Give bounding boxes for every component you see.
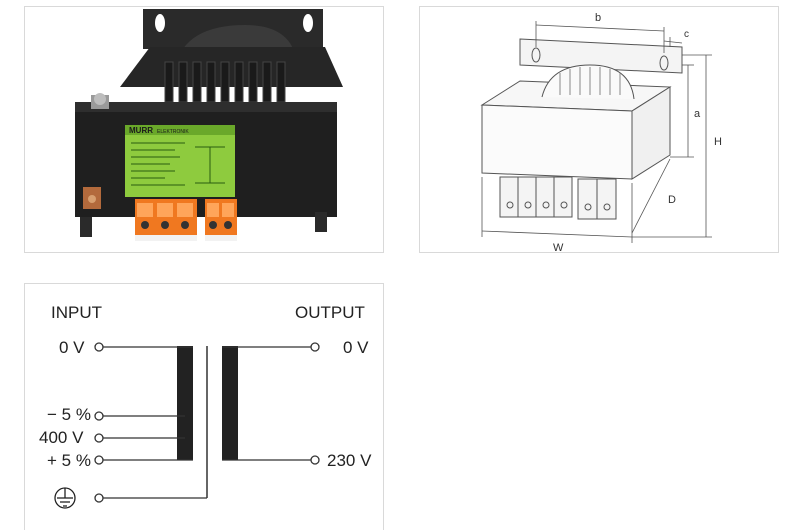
dim-label-c: c [684,29,689,40]
dim-label-b: b [595,12,601,24]
terminal-in-plus5 [94,455,104,465]
dim-label-a: a [694,108,701,120]
dim-label-D: D [668,194,676,206]
transformer-photo: MURR ELEKTRONIK [75,9,343,241]
terminal-out-0v [310,342,320,352]
dimension-drawing-panel: b c a H D W [419,6,779,253]
terminal-block-output [205,199,237,241]
label-in-minus5: − 5 % [47,405,91,424]
wiring-schematic: INPUT OUTPUT 0 V − 5 % 400 V + 5 [39,303,372,509]
label-out-0v: 0 V [343,338,369,357]
dim-label-W: W [553,242,564,253]
terminal-in-minus5 [94,411,104,421]
primary-winding [177,346,193,460]
label-in-0v: 0 V [59,338,85,357]
product-photo-panel: MURR ELEKTRONIK [24,6,384,253]
dim-label-H: H [714,136,722,148]
brand-sub-text: ELEKTRONIK [157,129,189,135]
terminal-block-input [135,199,197,241]
input-title: INPUT [51,303,102,322]
terminal-in-0v [94,342,104,352]
label-in-plus5: + 5 % [47,451,91,470]
terminal-out-230v [310,455,320,465]
terminal-ground [94,493,104,503]
secondary-winding [222,346,238,460]
terminal-in-400v [94,433,104,443]
brand-text: MURR [129,126,153,135]
rating-label [125,125,235,197]
dimension-drawing: b c a H D W [480,12,722,253]
ground-icon [54,487,76,509]
label-out-230v: 230 V [327,451,372,470]
label-in-400v: 400 V [39,428,84,447]
wiring-schematic-panel: INPUT OUTPUT 0 V − 5 % 400 V + 5 [24,283,384,530]
output-title: OUTPUT [295,303,365,322]
